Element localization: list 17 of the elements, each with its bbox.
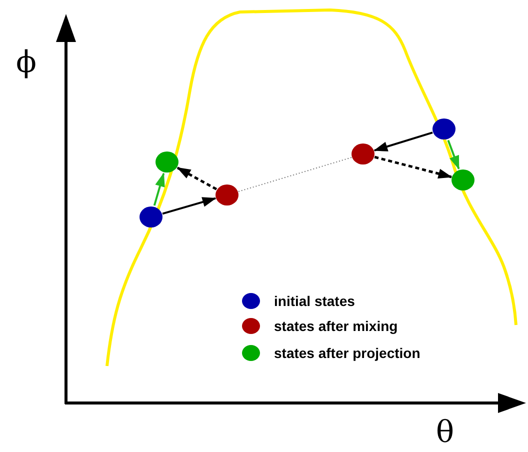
state-dot [216,184,238,206]
legend-text: states after mixing [274,318,398,334]
arrow [153,172,165,206]
arrow [374,156,452,179]
legend-text: states after projection [274,345,420,361]
axis-label: θ [436,418,454,448]
arrow [176,166,218,190]
state-dot [432,118,456,140]
state-dot [452,170,474,190]
state-dot [140,206,162,228]
arrow [374,132,433,152]
state-dot [156,152,178,172]
arrow [162,197,216,215]
axis-label: ϕ [16,48,36,78]
state-dot [352,144,374,164]
legend-text: initial states [274,293,355,309]
arrow [447,140,460,170]
